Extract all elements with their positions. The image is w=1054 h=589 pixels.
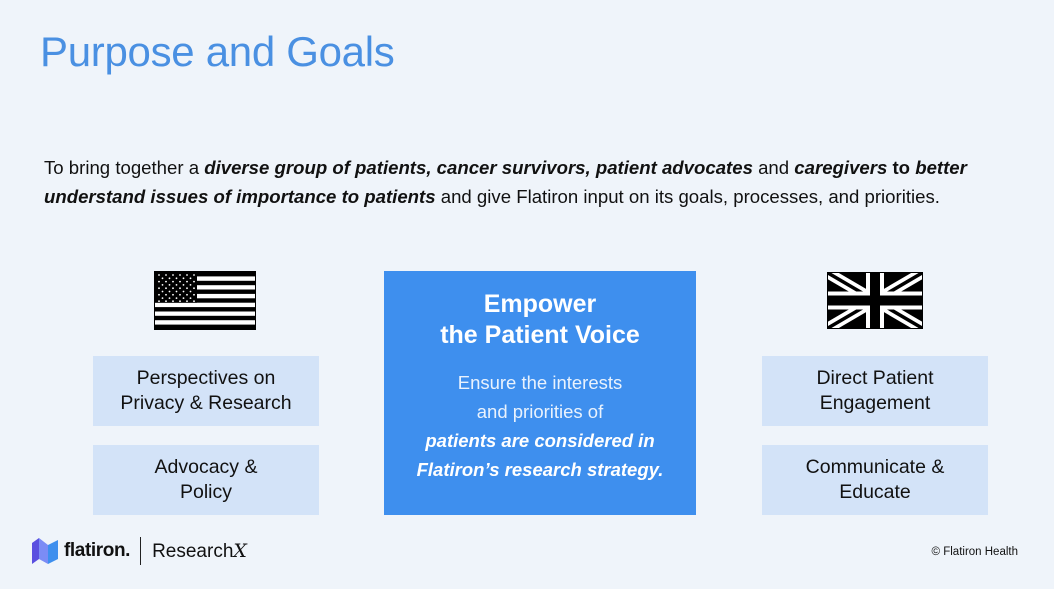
- body-line-emphasis: Flatiron’s research strategy.: [416, 459, 664, 480]
- heading-line: Empower: [483, 290, 597, 318]
- intro-text-1: To bring together a: [44, 157, 205, 178]
- intro-emphasis-caregivers: caregivers: [794, 157, 888, 178]
- direct-engagement-box: Direct Patient Engagement: [762, 356, 988, 426]
- box-label-line: Perspectives on: [136, 367, 276, 389]
- empower-box: Empower the Patient Voice Ensure the int…: [384, 271, 696, 515]
- box-label-line: Educate: [839, 481, 911, 503]
- box-label-line: Direct Patient: [816, 367, 934, 389]
- box-label-line: Policy: [179, 481, 233, 503]
- footer-logo: flatiron. ResearchX: [32, 536, 247, 566]
- brand-name: flatiron.: [64, 540, 131, 561]
- body-line: Ensure the interests: [457, 372, 623, 393]
- communicate-box: Communicate & Educate: [762, 445, 988, 515]
- copyright-text: © Flatiron Health: [931, 546, 1018, 558]
- empower-body: Ensure the interests and priorities of p…: [384, 368, 696, 484]
- intro-paragraph: To bring together a diverse group of pat…: [44, 153, 1004, 211]
- box-label-line: Communicate &: [805, 456, 945, 478]
- box-label-line: Advocacy &: [154, 456, 258, 478]
- intro-text-2: and: [752, 157, 795, 178]
- product-name: ResearchX: [152, 540, 247, 563]
- intro-emphasis-groups: diverse group of patients, cancer surviv…: [204, 157, 753, 178]
- intro-text-to: to: [887, 157, 916, 178]
- heading-line: the Patient Voice: [440, 321, 640, 349]
- flatiron-logo-icon: [32, 538, 58, 564]
- empower-heading: Empower the Patient Voice: [384, 289, 696, 351]
- perspectives-box: Perspectives on Privacy & Research: [93, 356, 319, 426]
- intro-emphasis-understand: better understand issues of importance t…: [44, 157, 967, 207]
- box-label-line: Privacy & Research: [120, 392, 292, 414]
- product-prefix: Research: [152, 540, 234, 562]
- product-suffix: X: [233, 539, 247, 562]
- uk-flag-icon: [827, 272, 923, 329]
- us-flag-icon: [154, 271, 256, 330]
- box-label-line: Engagement: [819, 392, 931, 414]
- intro-text-3: and give Flatiron input on its goals, pr…: [435, 186, 940, 207]
- body-line: and priorities of: [476, 401, 604, 422]
- body-line-emphasis: patients are considered in: [425, 430, 655, 451]
- page-title: Purpose and Goals: [40, 28, 395, 75]
- advocacy-box: Advocacy & Policy: [93, 445, 319, 515]
- logo-divider: [140, 537, 142, 565]
